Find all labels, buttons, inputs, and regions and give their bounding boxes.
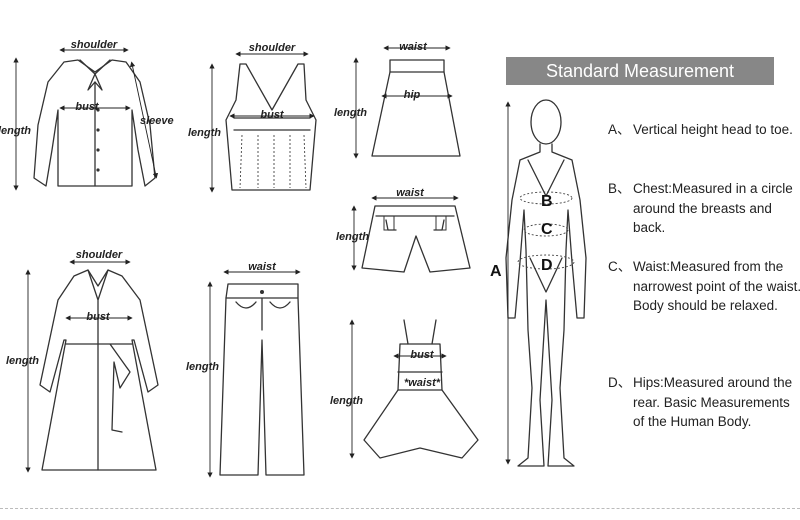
shorts-drawing xyxy=(361,205,471,273)
waist-measure-ring xyxy=(523,223,569,237)
dress-bust-label: bust xyxy=(410,349,435,361)
skirt-drawing xyxy=(371,59,461,157)
shorts-waist-label: waist xyxy=(396,187,425,199)
measurement-c-text: Waist:Measured from the narrowest point … xyxy=(633,259,800,313)
blouse-bust-label: bust xyxy=(75,101,100,113)
tank-top-drawing xyxy=(225,63,317,191)
skirt-hip-label: hip xyxy=(404,89,421,101)
coat-drawing xyxy=(39,269,159,471)
measurement-a: A、 Vertical height head to toe. xyxy=(608,120,798,160)
human-figure xyxy=(505,99,587,467)
tank-shoulder-label: shoulder xyxy=(249,42,296,54)
skirt-waist-label: waist xyxy=(399,41,428,53)
hip-measure-ring xyxy=(517,254,575,270)
letter-b: B xyxy=(541,193,553,210)
measurement-a-key: A、 xyxy=(608,122,631,137)
title-banner: Standard Measurement xyxy=(506,57,774,85)
blouse-shoulder-label: shoulder xyxy=(71,39,118,51)
shorts-length-label: length xyxy=(336,231,369,243)
measurement-c-key: C、 xyxy=(608,259,632,274)
measurement-d-text: Hips:Measured around the rear. Basic Mea… xyxy=(633,375,793,429)
measurement-d: D、 Hips:Measured around the rear. Basic … xyxy=(608,373,798,453)
measurement-d-key: D、 xyxy=(608,375,632,390)
skirt-length-label: length xyxy=(334,107,367,119)
measurement-c: C、 Waist:Measured from the narrowest poi… xyxy=(608,257,800,357)
letter-d: D xyxy=(541,257,553,274)
jeans-waist-label: waist xyxy=(248,261,277,273)
coat-length-label: length xyxy=(6,355,39,367)
jeans-length-label: length xyxy=(186,361,219,373)
letter-c: C xyxy=(541,221,553,238)
measurement-b-text: Chest:Measured in a circle around the br… xyxy=(633,181,793,235)
coat-shoulder-label: shoulder xyxy=(76,249,123,261)
chest-measure-ring xyxy=(519,191,573,205)
dress-drawing xyxy=(363,319,479,459)
letter-a: A xyxy=(490,263,502,280)
measurement-b: B、 Chest:Measured in a circle around the… xyxy=(608,179,798,239)
measurement-b-key: B、 xyxy=(608,181,631,196)
blouse-sleeve-arrow xyxy=(129,61,159,179)
dress-waist-label: *waist* xyxy=(404,377,441,389)
blouse-length-label: length xyxy=(0,125,31,137)
bottom-divider xyxy=(0,508,800,509)
jeans-drawing xyxy=(219,283,305,476)
blouse-sleeve-label: sleeve xyxy=(140,115,174,127)
tank-bust-label: bust xyxy=(260,109,285,121)
measurement-a-text: Vertical height head to toe. xyxy=(633,122,793,137)
blouse-drawing xyxy=(33,59,156,187)
coat-bust-label: bust xyxy=(86,311,111,323)
tank-length-label: length xyxy=(188,127,221,139)
dress-length-label: length xyxy=(330,395,363,407)
